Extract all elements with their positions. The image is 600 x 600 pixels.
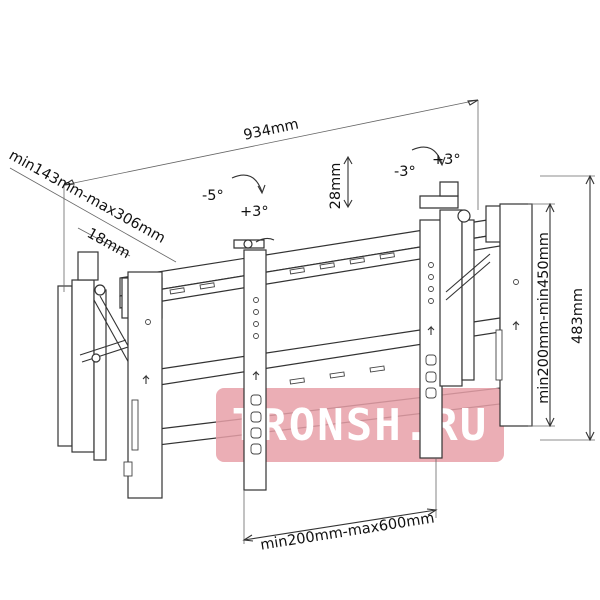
tilt-right-pos-label: +3° bbox=[432, 152, 461, 168]
right-top-bracket bbox=[419, 195, 459, 209]
left-back-plate bbox=[57, 285, 73, 447]
center-vertical-bar bbox=[233, 237, 275, 491]
right-latch-knob bbox=[457, 209, 471, 223]
left-latch bbox=[94, 284, 106, 296]
right-arm-assembly bbox=[419, 181, 533, 427]
center-handle-lever bbox=[255, 237, 275, 243]
left-arm-pivot bbox=[91, 353, 101, 363]
rail-slots bbox=[169, 252, 395, 385]
right-middle-upright bbox=[461, 219, 475, 381]
center-knob bbox=[243, 239, 253, 249]
height-total-label: 483mm bbox=[570, 288, 586, 344]
left-slot-long bbox=[131, 399, 139, 451]
tilt-right-neg-label: -3° bbox=[394, 164, 416, 180]
dimension-lines bbox=[9, 99, 595, 544]
lift-label: 28mm bbox=[328, 163, 344, 210]
left-tilt-arrow-icon bbox=[231, 174, 263, 193]
tilt-indicators bbox=[231, 146, 446, 195]
right-arrow-up-icon bbox=[512, 320, 520, 330]
center-arrow-up-icon bbox=[252, 370, 260, 380]
right-latch bbox=[439, 181, 459, 197]
left-outer-upright bbox=[71, 279, 95, 453]
width-total-label: 934mm bbox=[242, 116, 300, 143]
right-bar bbox=[419, 219, 443, 459]
vertical-range-label: min200mm-min450mm bbox=[536, 232, 552, 404]
tilt-left-neg-label: -5° bbox=[202, 188, 224, 204]
left-slot-small bbox=[123, 461, 133, 477]
horizontal-range-label: min200mm-max600mm bbox=[259, 510, 435, 553]
left-arrow-up-icon bbox=[142, 374, 150, 384]
depth-range-label: min143mm-max306mm bbox=[6, 148, 168, 247]
tilt-left-pos-label: +3° bbox=[240, 204, 269, 220]
right-vertical-bar bbox=[419, 219, 443, 459]
left-front-upright bbox=[127, 271, 163, 499]
right-inner-upright bbox=[439, 209, 463, 387]
left-inner-upright bbox=[93, 289, 107, 461]
left-top-bracket bbox=[77, 251, 99, 281]
right-tilt-arrow-icon bbox=[411, 146, 443, 165]
right-bar-arrow-up-icon bbox=[427, 325, 435, 335]
watermark-text: TRONSH.RU bbox=[232, 400, 488, 451]
left-arm-assembly bbox=[57, 251, 163, 499]
right-front-upright bbox=[499, 203, 533, 427]
